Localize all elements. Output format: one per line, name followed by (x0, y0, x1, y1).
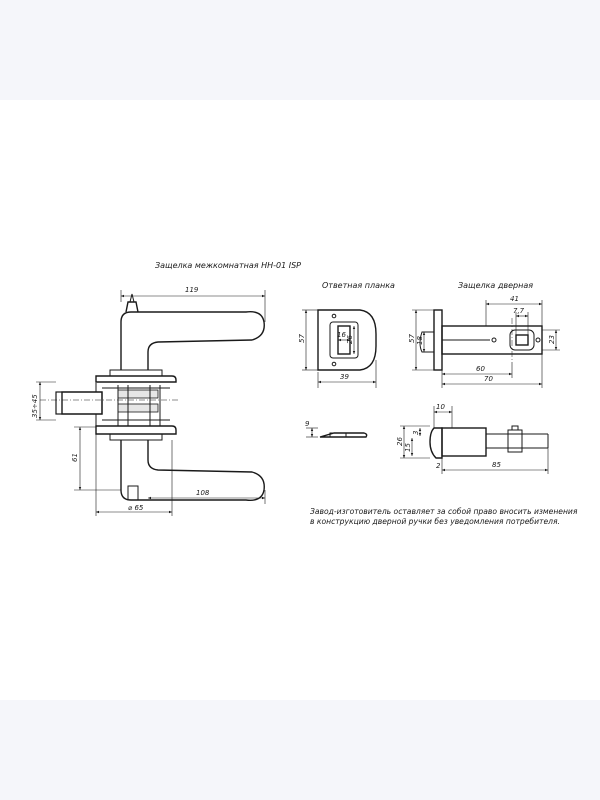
dim-35-45: 35÷45 (31, 394, 39, 418)
dim-latch-41: 41 (510, 295, 519, 303)
handle-set-drawing (40, 293, 265, 501)
dim-119: 119 (185, 286, 199, 294)
latch-title: Защелка дверная (458, 281, 533, 290)
dim-latch-60: 60 (476, 365, 485, 373)
dim-latch-15: 15 (404, 443, 412, 452)
dim-latch-23: 23 (548, 335, 556, 344)
dim-61: 61 (71, 453, 79, 462)
dim-latch-57: 57 (408, 334, 416, 343)
strike-plate-title: Ответная планка (322, 281, 395, 290)
dim-latch-26: 26 (396, 437, 404, 446)
dim-latch-3: 3 (412, 431, 420, 435)
dim-plate-16: 16 (337, 331, 346, 339)
dim-108: 108 (196, 489, 210, 497)
dim-plate-26: 26 (346, 335, 354, 344)
bottom-band (0, 700, 600, 800)
dim-plate-57: 57 (298, 334, 306, 343)
dim-d65: ⌀ 65 (128, 504, 144, 512)
top-band (0, 0, 600, 100)
strike-plate-drawing: 57 16 26 39 9 (298, 309, 377, 438)
dim-latch-85: 85 (492, 461, 501, 469)
dim-latch-70: 70 (484, 375, 493, 383)
note-line-2: в конструкцию дверной ручки без уведомле… (310, 517, 560, 526)
dim-latch-18: 18 (416, 336, 424, 345)
dim-latch-2: 2 (436, 462, 441, 470)
latch-drawing: 57 18 41 7,7 23 60 70 (408, 295, 560, 388)
dim-plate-9: 9 (305, 420, 310, 428)
latch-side-drawing: 10 26 15 3 2 85 (396, 403, 549, 474)
note-line-1: Завод-изготовитель оставляет за собой пр… (310, 507, 578, 516)
dim-latch-7-7: 7,7 (513, 307, 525, 315)
dim-latch-10: 10 (436, 403, 445, 411)
handle-dimensions: 119 35÷45 61 108 ⌀ 65 (31, 286, 266, 516)
main-title: Защелка межкомнатная НН-01 ISP (155, 261, 301, 270)
dim-plate-39: 39 (340, 373, 349, 381)
